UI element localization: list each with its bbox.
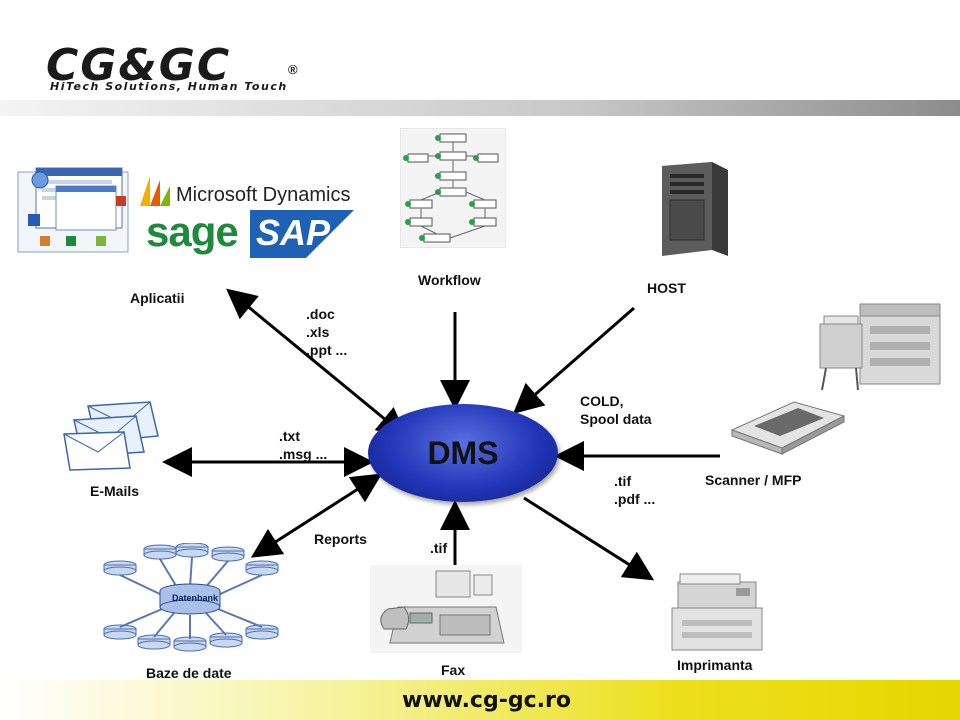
label-host: HOST bbox=[647, 280, 686, 296]
label-workflow: Workflow bbox=[418, 272, 481, 288]
mfp-copier-icon bbox=[819, 303, 941, 391]
flatbed-scanner-icon bbox=[730, 401, 846, 455]
printer-icon bbox=[671, 573, 763, 651]
sap-logo-icon bbox=[250, 210, 354, 258]
label-office-formats: .doc .xls .ppt ... bbox=[306, 306, 348, 358]
microsoft-dynamics-logo-icon bbox=[140, 176, 170, 206]
arrow-host bbox=[512, 306, 635, 414]
sap-label: SAP bbox=[256, 212, 331, 253]
arrow-baze bbox=[250, 473, 383, 558]
label-reports: Reports bbox=[314, 531, 367, 547]
label-aplicatii: Aplicatii bbox=[130, 290, 185, 306]
dms-label: DMS bbox=[427, 434, 499, 471]
arrow-imprimanta bbox=[523, 496, 655, 581]
emails-envelope-icon bbox=[63, 401, 159, 471]
header-bar bbox=[0, 100, 960, 116]
label-tif-pdf: .tif .pdf ... bbox=[614, 473, 656, 507]
dms-node: DMS bbox=[368, 404, 558, 502]
label-tif: .tif bbox=[430, 540, 448, 556]
arrow-aplicatii bbox=[226, 288, 408, 438]
databases-icon bbox=[103, 543, 279, 652]
label-imprimanta: Imprimanta bbox=[677, 657, 753, 673]
footer-url: www.cg-gc.ro bbox=[402, 688, 571, 713]
workflow-diagram-icon bbox=[400, 128, 506, 248]
label-fax: Fax bbox=[441, 662, 466, 678]
host-server-icon bbox=[662, 162, 728, 256]
registered-mark: ® bbox=[288, 62, 298, 77]
label-txt-msg: .txt .msg ... bbox=[279, 428, 328, 462]
microsoft-dynamics-label: Microsoft Dynamics bbox=[176, 184, 351, 206]
label-scanner-mfp: Scanner / MFP bbox=[705, 472, 802, 488]
label-baze-de-date: Baze de date bbox=[146, 665, 232, 681]
sage-logo: sage bbox=[146, 208, 239, 255]
company-tagline: HiTech Solutions, Human Touch bbox=[50, 80, 288, 93]
company-logo: CG&GC bbox=[46, 40, 232, 91]
fax-machine-icon bbox=[370, 565, 522, 653]
footer-bar bbox=[0, 680, 960, 720]
label-cold-spool: COLD, Spool data bbox=[580, 393, 652, 427]
applications-icon bbox=[17, 167, 129, 253]
datenbank-label: Datenbank bbox=[172, 593, 219, 603]
label-emails: E-Mails bbox=[90, 483, 140, 499]
